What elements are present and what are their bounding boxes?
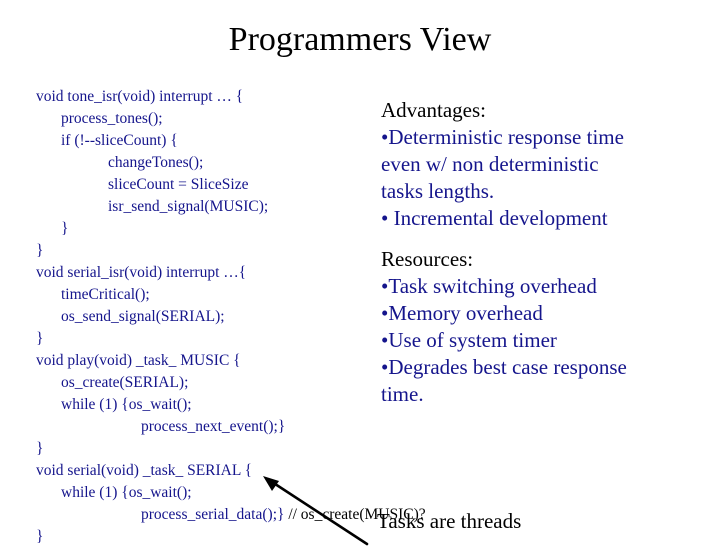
code-line-text: isr_send_signal(MUSIC); — [108, 198, 269, 215]
note-bullet: •Degrades best case response — [381, 355, 627, 379]
note-bullet: tasks lengths. — [381, 179, 495, 203]
code-line: process_serial_data();} // os_create(MUS… — [36, 504, 426, 526]
note-bullet: •Task switching overhead — [381, 274, 597, 298]
code-line-text: timeCritical(); — [61, 286, 150, 303]
note-group: Resources: •Task switching overhead •Memor… — [381, 246, 703, 408]
code-line-text: void serial(void) _task_ SERIAL { — [36, 462, 253, 479]
code-line: while (1) {os_wait(); — [36, 394, 386, 416]
note-bullet: •Memory overhead — [381, 301, 543, 325]
callout-arrow-icon — [263, 476, 369, 546]
note-group: Advantages: •Deterministic response time e… — [381, 97, 703, 232]
code-line-text: } — [36, 440, 44, 457]
code-line: process_next_event();} — [36, 416, 386, 438]
code-line-text: while (1) {os_wait(); — [61, 396, 192, 413]
code-line-text: while (1) {os_wait(); — [61, 484, 192, 501]
code-line-text: } — [36, 330, 44, 347]
code-line: } — [36, 328, 386, 350]
code-line: if (!--sliceCount) { — [36, 130, 386, 152]
code-line: void tone_isr(void) interrupt … { — [36, 86, 386, 108]
code-line-text: changeTones(); — [108, 154, 204, 171]
code-line-text: os_create(SERIAL); — [61, 374, 189, 391]
code-line: } — [36, 240, 386, 262]
code-line: } — [36, 218, 386, 240]
code-line: void play(void) _task_ MUSIC { — [36, 350, 386, 372]
code-line-text: os_send_signal(SERIAL); — [61, 308, 225, 325]
code-line-text: void serial_isr(void) interrupt …{ — [36, 264, 247, 281]
code-line: isr_send_signal(MUSIC); — [36, 196, 386, 218]
code-line: } — [36, 526, 386, 548]
note-bullet: •Deterministic response time — [381, 125, 624, 149]
code-line-text: process_tones(); — [61, 110, 163, 127]
code-line-text: } — [36, 242, 44, 259]
notes-panel: Advantages: •Deterministic response time e… — [381, 97, 703, 408]
code-line-text: sliceCount = SliceSize — [108, 176, 249, 193]
code-line: os_send_signal(SERIAL); — [36, 306, 386, 328]
code-line: timeCritical(); — [36, 284, 386, 306]
code-line-text: void play(void) _task_ MUSIC { — [36, 352, 241, 369]
note-heading: Advantages: — [381, 98, 486, 122]
code-line: while (1) {os_wait(); — [36, 482, 386, 504]
page-title: Programmers View — [228, 21, 492, 58]
code-listing: void tone_isr(void) interrupt … { process… — [36, 86, 426, 548]
code-line-text: void tone_isr(void) interrupt … { — [36, 88, 244, 105]
code-line-text: if (!--sliceCount) { — [61, 132, 178, 149]
code-line: void serial_isr(void) interrupt …{ — [36, 262, 386, 284]
code-comment: // os_create(MUSIC)? — [284, 506, 426, 523]
note-bullet: even w/ non deterministic — [381, 152, 599, 176]
code-line-text: } — [36, 528, 44, 545]
code-line-text: process_next_event();} — [141, 418, 286, 435]
code-line-text: process_serial_data();} — [141, 506, 285, 523]
code-line: sliceCount = SliceSize — [36, 174, 386, 196]
code-line-text: } — [61, 220, 69, 237]
callout-caption: Tasks are threads — [377, 509, 522, 533]
code-line: void serial(void) _task_ SERIAL { — [36, 460, 386, 482]
note-group-spacer — [381, 232, 703, 246]
code-line: changeTones(); — [36, 152, 386, 174]
note-heading: Resources: — [381, 247, 474, 271]
note-bullet: •Use of system timer — [381, 328, 557, 352]
note-bullet: time. — [381, 382, 424, 406]
note-bullet: • Incremental development — [381, 206, 608, 230]
code-line: process_tones(); — [36, 108, 386, 130]
code-line: } — [36, 438, 386, 460]
code-line: os_create(SERIAL); — [36, 372, 386, 394]
